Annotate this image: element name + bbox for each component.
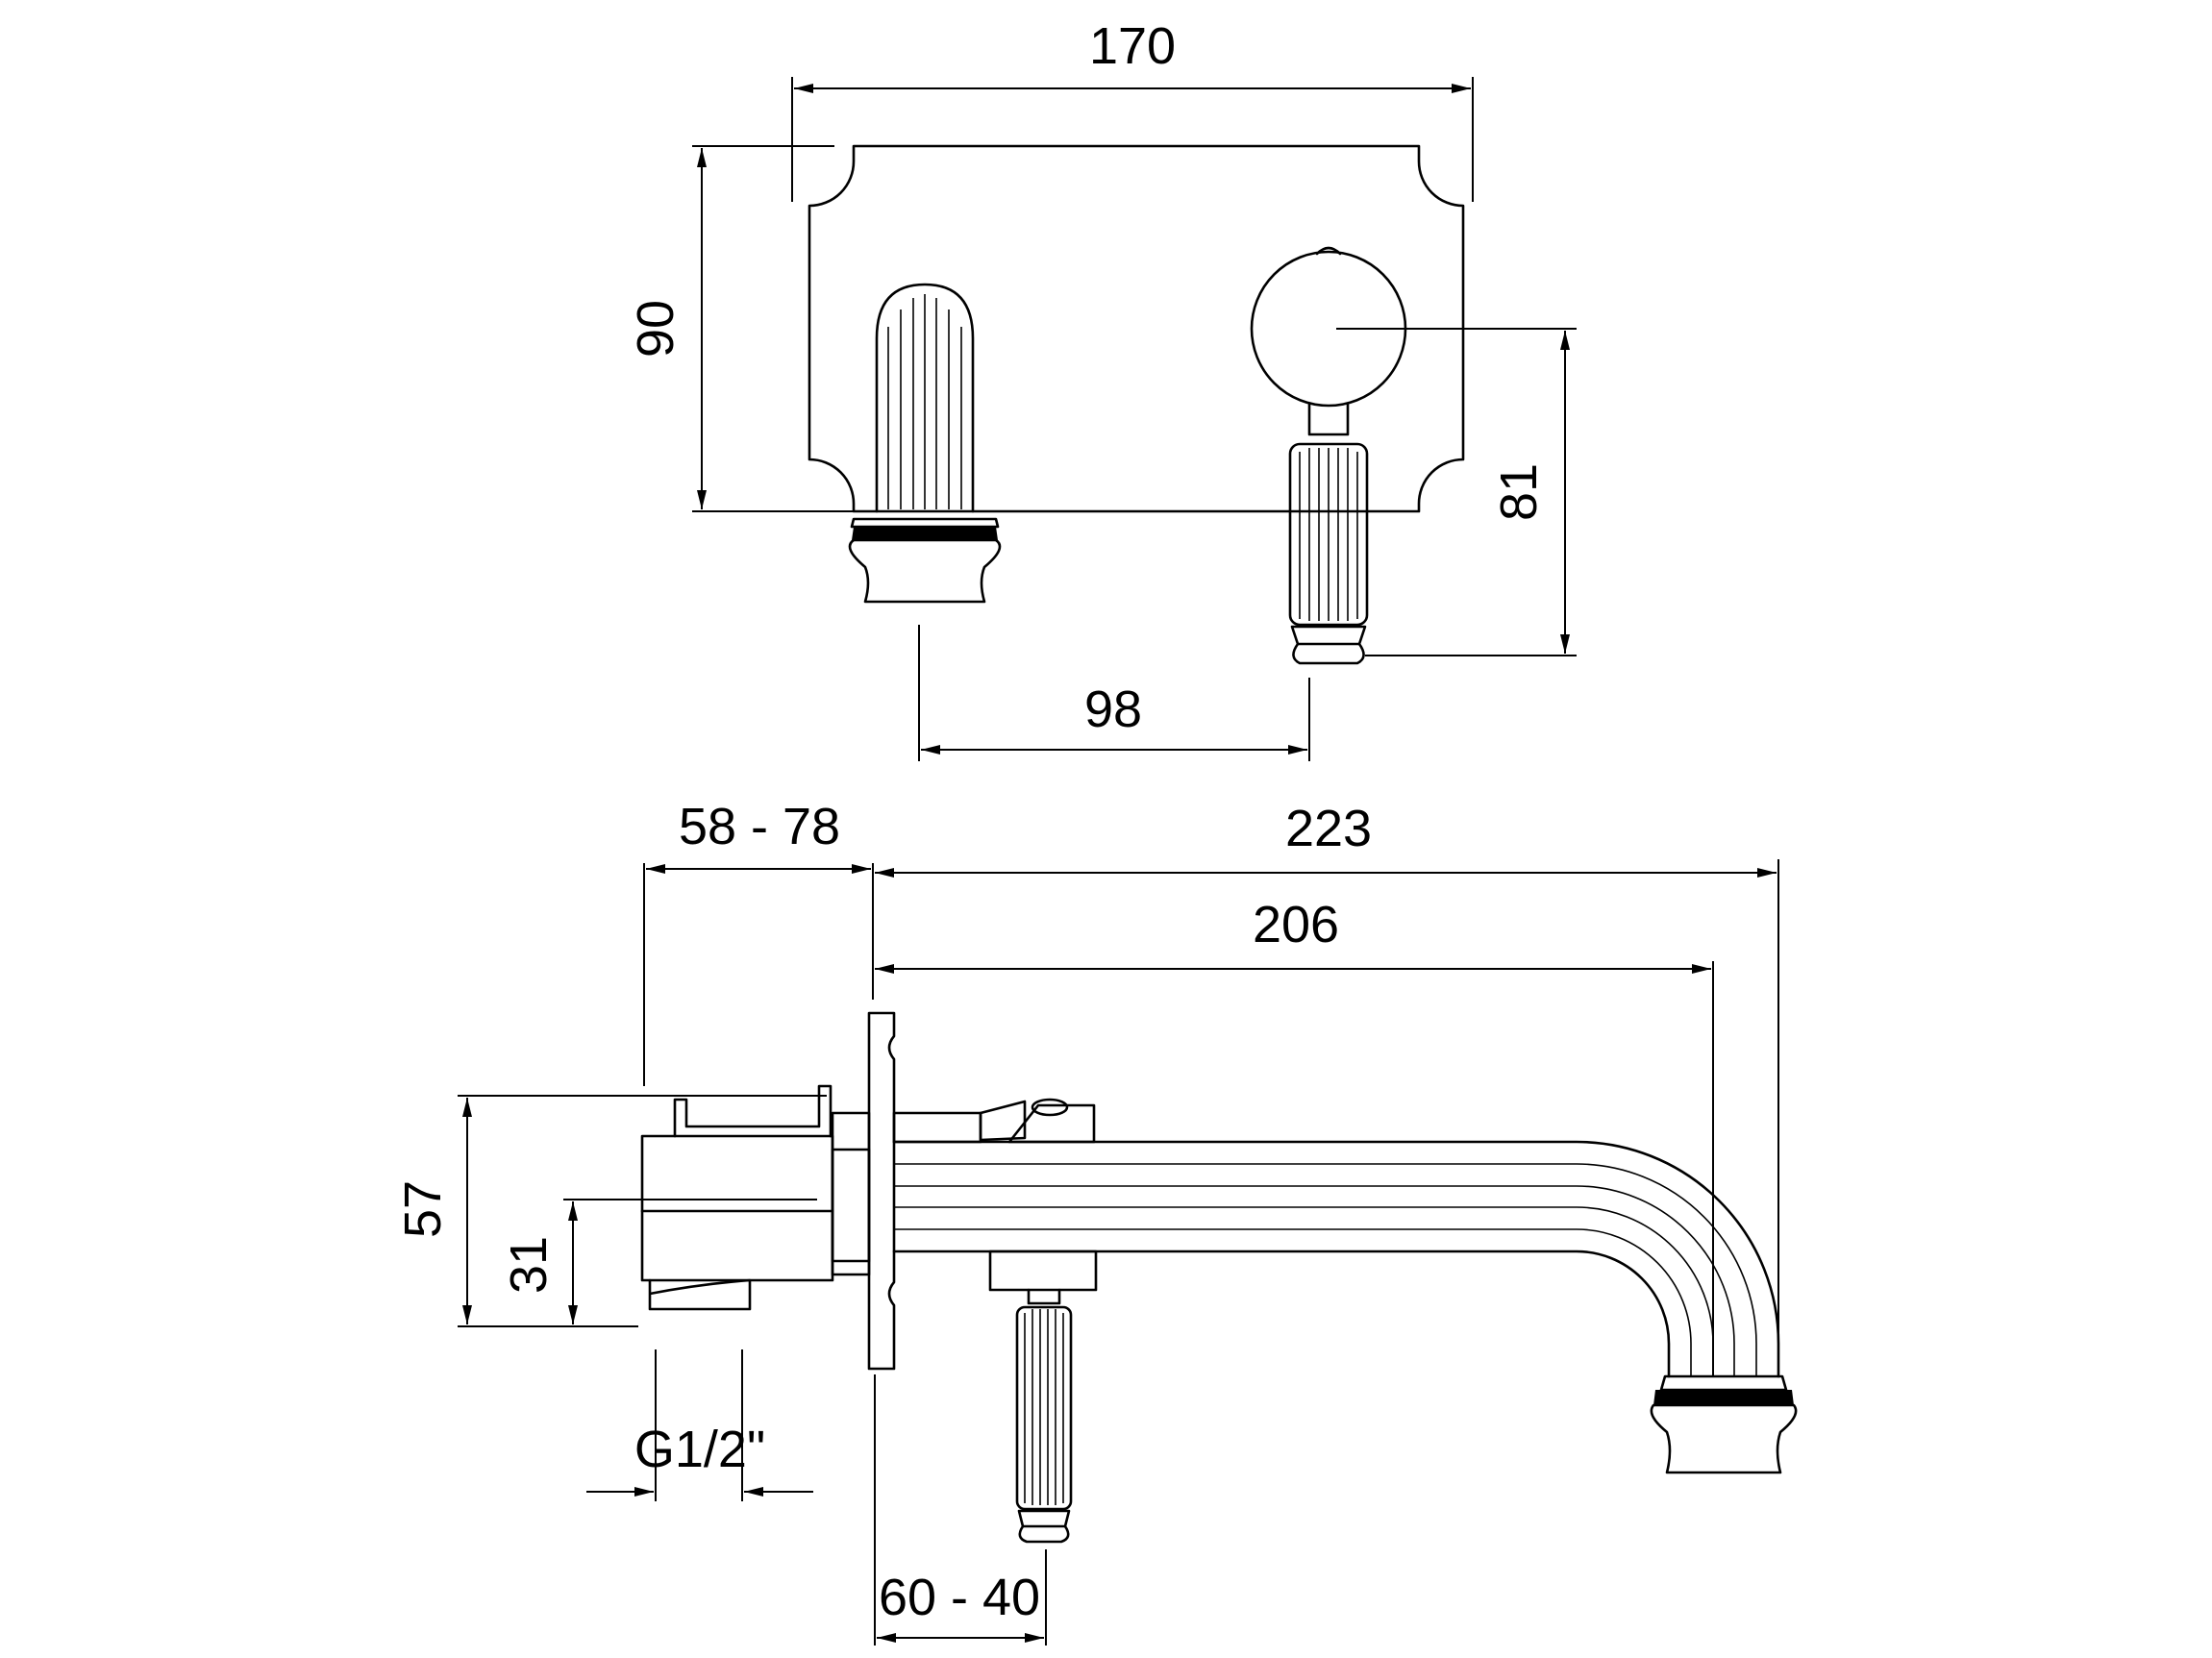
dimension-170: 170: [791, 17, 1474, 202]
dimension-31: 31: [500, 1199, 817, 1324]
dimension-81: 81: [1336, 328, 1577, 656]
spout-aerator-side: [1650, 1403, 1798, 1474]
dim-spacing-label: 98: [1084, 681, 1142, 738]
spout-ring-side: [1653, 1390, 1794, 1405]
dim-spout-reach-label: 206: [1253, 896, 1339, 953]
dimension-206: 206: [875, 896, 1714, 1376]
dimension-57: 57: [394, 1095, 827, 1327]
dim-connection-label: G1/2": [634, 1421, 765, 1478]
mixer-body-side: [892, 1098, 1098, 1544]
inlet-connector: [648, 1278, 752, 1311]
dimension-g12: G1/2": [586, 1349, 813, 1501]
spout-front: [848, 283, 1002, 604]
front-view: 170 90 81 98: [627, 17, 1577, 761]
escutcheon-side: [867, 1011, 896, 1371]
dimension-223: 223: [875, 800, 1779, 1376]
dimension-90: 90: [627, 145, 865, 512]
spout-ring: [852, 527, 998, 540]
dim-depth-label: 58 - 78: [679, 798, 840, 855]
valve-body: [640, 1084, 871, 1311]
dim-body-height-label: 57: [394, 1180, 452, 1238]
dim-adjust-label: 60 - 40: [879, 1569, 1040, 1626]
spout-side: [892, 1140, 1798, 1474]
spout-aerator: [848, 538, 1002, 604]
dimension-58-78: 58 - 78: [643, 798, 874, 1086]
dim-width-label: 170: [1089, 17, 1176, 75]
dim-handle-height-label: 81: [1490, 463, 1548, 521]
dimension-60-40: 60 - 40: [874, 1374, 1047, 1646]
dim-total-length-label: 223: [1285, 800, 1372, 857]
dim-inlet-height-label: 31: [500, 1236, 558, 1294]
side-view: 58 - 78 223 206 57 31: [394, 798, 1798, 1646]
dimension-98: 98: [918, 625, 1310, 761]
wall-plate: [808, 144, 1465, 513]
dim-height-label: 90: [627, 300, 684, 358]
mixer-handle-front: [1250, 246, 1407, 665]
